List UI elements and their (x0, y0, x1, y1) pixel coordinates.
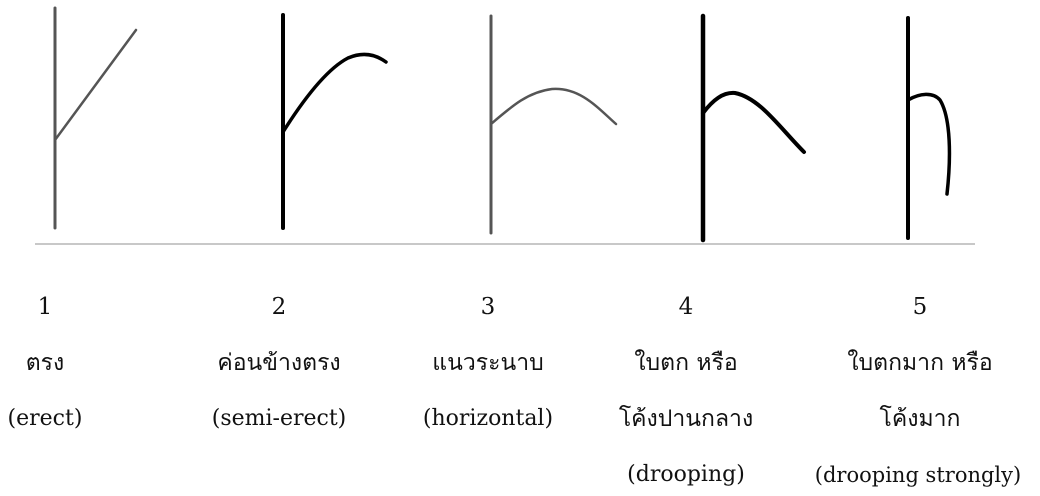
shape-drooping-strongly (906, 16, 952, 240)
leaf-2 (281, 52, 388, 134)
label-english-3: (horizontal) (422, 406, 554, 431)
shape-horizontal (489, 14, 618, 235)
label-english-4: (drooping) (627, 462, 745, 487)
leaf-1 (53, 28, 138, 142)
label-thai-5: ใบตกมาก หรือ (847, 350, 993, 376)
leaf-3 (489, 87, 618, 126)
shape-semi-erect (281, 13, 388, 230)
shape-drooping (700, 13, 806, 243)
label-number-4: 4 (678, 294, 694, 320)
shape-erect (53, 6, 138, 230)
label-number-3: 3 (480, 294, 496, 320)
label-number-5: 5 (912, 294, 928, 320)
leaf-5 (906, 92, 952, 196)
label-thai-4: ใบตก หรือ (634, 350, 738, 376)
label-number-1: 1 (37, 294, 53, 320)
label-english-1: (erect) (7, 406, 83, 431)
label-thai-3: แนวระนาบ (432, 350, 544, 376)
label-english-5: (drooping strongly) (814, 463, 1022, 487)
label-thai-1: ตรง (25, 350, 65, 376)
leaf-4 (701, 90, 806, 154)
label-thai-2: ค่อนข้างตรง (217, 350, 341, 376)
label-english-2: (semi-erect) (211, 406, 347, 431)
leaf-angle-diagram (35, 6, 975, 245)
label-number-2: 2 (271, 294, 287, 320)
label-thai-4-line2: โค้งปานกลาง (618, 406, 754, 432)
label-thai-5-line2: โค้งมาก (879, 406, 961, 432)
